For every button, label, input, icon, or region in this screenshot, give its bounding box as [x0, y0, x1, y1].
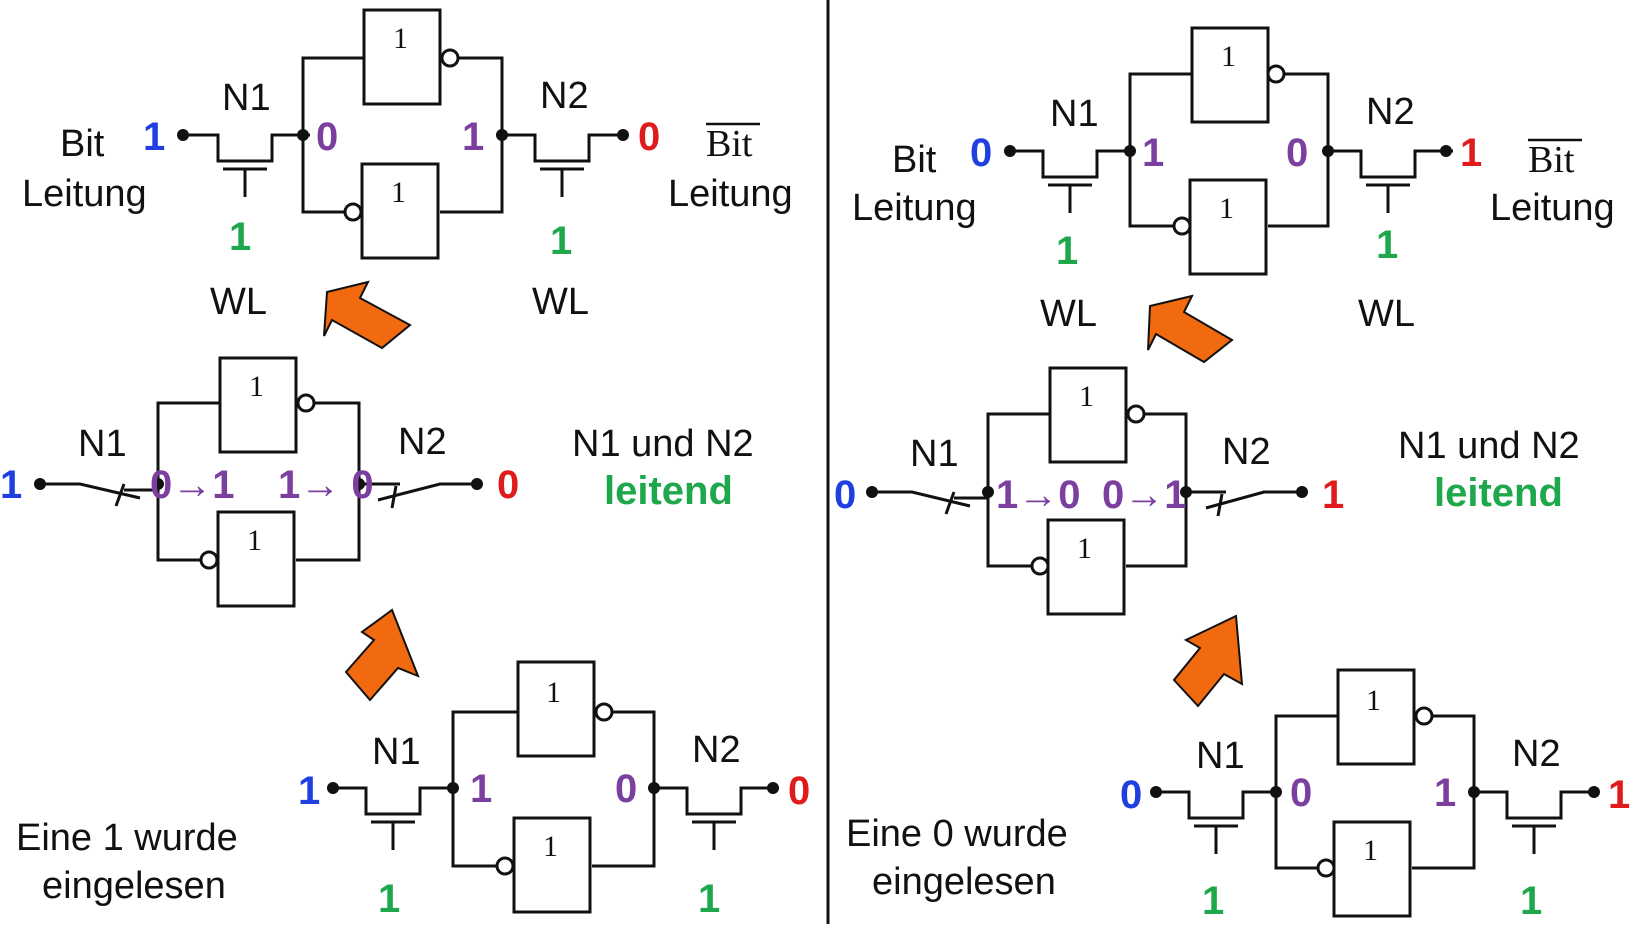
transistor-n1: [1149, 790, 1283, 856]
transistor-n1: [178, 133, 312, 199]
leitung-label: Leitung: [22, 173, 147, 215]
gate-label: 1: [249, 370, 264, 403]
wl-value: 1: [378, 877, 400, 921]
bitbar-value: 1: [1608, 773, 1630, 817]
qbar-value: 0: [615, 767, 637, 811]
bitbar-value: 0: [638, 115, 660, 159]
bitbar-value: 0: [788, 769, 810, 813]
leitend-label: leitend: [604, 469, 733, 513]
wl-value: 1: [1056, 229, 1078, 273]
right-middle-cell: 1 1 N1 N2 0 1→0 0→1 1 N1 und N2 leitend: [834, 366, 1580, 616]
q-value: 0: [1290, 771, 1312, 815]
wl-value: 1: [1376, 223, 1398, 267]
gate-label: 1: [393, 22, 408, 55]
transistor-n2: [647, 786, 781, 852]
wl-label: WL: [210, 281, 267, 323]
wl-value: 1: [698, 877, 720, 921]
wl-value: 1: [1520, 879, 1542, 923]
wl-label: WL: [1040, 293, 1097, 335]
n1-und-n2-label: N1 und N2: [1398, 425, 1580, 467]
in-value: 0: [834, 473, 856, 517]
right-bottom-cell: 1 1 N1 N2 0 0 1 1 1 1 Eine 0 wurde einge…: [846, 668, 1630, 923]
gate-label: 1: [1077, 532, 1092, 565]
n2-label: N2: [540, 75, 589, 117]
leitung-label: Leitung: [668, 173, 793, 215]
out-value: 0: [497, 463, 519, 507]
step-arrow-icon: [1172, 614, 1244, 708]
transition-left: 1→0: [996, 473, 1081, 517]
q-value: 0: [316, 115, 338, 159]
n1-label: N1: [1050, 93, 1099, 135]
bitbar-label: Bit: [706, 123, 753, 165]
in-value: 1: [0, 463, 22, 507]
left-top-cell: 1 1 N1 N2 Bit Leitung Bit Leitung WL WL …: [22, 8, 793, 323]
transistor-n2: [1467, 790, 1601, 856]
n1-label: N1: [78, 423, 127, 465]
caption-line-1: Eine 0 wurde: [846, 813, 1068, 855]
n1-label: N1: [1196, 735, 1245, 777]
bit-value: 1: [298, 769, 320, 813]
qbar-value: 1: [462, 115, 484, 159]
wl-label: WL: [1358, 293, 1415, 335]
bit-label: Bit: [892, 139, 937, 181]
leitung-label: Leitung: [852, 187, 977, 229]
caption-line-2: eingelesen: [872, 861, 1056, 903]
n2-label: N2: [692, 729, 741, 771]
bit-value: 1: [143, 115, 165, 159]
caption-line-2: eingelesen: [42, 865, 226, 907]
gate-label: 1: [1221, 40, 1236, 73]
left-bottom-cell: 1 1 N1 N2 1 1 0 0 1 1 Eine 1 wurde einge…: [16, 660, 810, 921]
n1-label: N1: [372, 731, 421, 773]
step-arrow-icon: [1147, 294, 1234, 364]
q-value: 1: [470, 767, 492, 811]
step-arrow-icon: [323, 280, 412, 350]
gate-label: 1: [1363, 834, 1378, 867]
leitend-label: leitend: [1434, 471, 1563, 515]
transition-right: 1→ 0: [278, 463, 374, 507]
step-arrow-icon: [344, 608, 420, 702]
wl-value: 1: [550, 219, 572, 263]
n2-label: N2: [1366, 91, 1415, 133]
gate-label: 1: [247, 524, 262, 557]
qbar-value: 1: [1434, 771, 1456, 815]
caption-line-1: Eine 1 wurde: [16, 817, 238, 859]
n2-label: N2: [398, 421, 447, 463]
transition-left: 0→1: [150, 463, 235, 507]
bit-value: 0: [970, 131, 992, 175]
n1-label: N1: [222, 77, 271, 119]
n2-label: N2: [1512, 733, 1561, 775]
gate-label: 1: [391, 176, 406, 209]
wl-value: 1: [229, 215, 251, 259]
gate-label: 1: [1219, 192, 1234, 225]
left-middle-cell: 1 1 N1 N2 1 0→1 1→ 0 0 N1 und N2 leitend: [0, 356, 754, 608]
n1-label: N1: [910, 433, 959, 475]
right-top-cell: 1 1 N1 N2 Bit Leitung Bit Leitung WL WL …: [852, 26, 1615, 335]
out-value: 1: [1322, 473, 1344, 517]
bit-value: 0: [1120, 773, 1142, 817]
transition-right: 0→1: [1102, 473, 1187, 517]
bitbar-label: Bit: [1528, 139, 1575, 181]
qbar-value: 0: [1286, 131, 1308, 175]
transistor-n1: [1003, 149, 1137, 215]
bitbar-value: 1: [1460, 131, 1482, 175]
gate-label: 1: [543, 830, 558, 863]
gate-label: 1: [546, 676, 561, 709]
bit-label: Bit: [60, 123, 105, 165]
n1-und-n2-label: N1 und N2: [572, 423, 754, 465]
wl-value: 1: [1202, 879, 1224, 923]
transistor-n1: [326, 786, 460, 852]
wl-label: WL: [532, 281, 589, 323]
n2-label: N2: [1222, 431, 1271, 473]
transistor-n2: [1321, 149, 1455, 215]
transistor-n2: [495, 133, 629, 199]
gate-label: 1: [1366, 684, 1381, 717]
gate-label: 1: [1079, 380, 1094, 413]
q-value: 1: [1142, 131, 1164, 175]
leitung-label: Leitung: [1490, 187, 1615, 229]
